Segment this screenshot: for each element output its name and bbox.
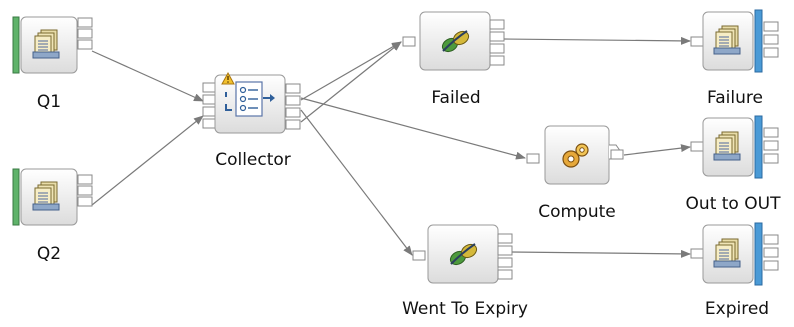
warning-icon [221,71,235,85]
wire-collector-expiry[interactable] [300,109,413,256]
wire-failed-failure[interactable] [502,36,691,45]
node-q1[interactable] [12,16,93,74]
wire-collector-failed-1[interactable] [300,41,402,101]
node-label-expired: Expired [704,299,770,319]
node-compute[interactable] [526,125,624,185]
wire-q2-collector[interactable] [91,115,204,206]
wire-collector-compute[interactable] [300,97,526,160]
node-label-went-to-expiry: Went To Expiry [402,299,528,319]
connections [91,36,691,258]
node-label-failure: Failure [707,88,763,108]
wire-compute-out[interactable] [623,144,691,156]
collector-icon [225,81,275,117]
node-went-to-expiry[interactable] [412,224,513,284]
node-label-collector: Collector [215,150,291,170]
node-expired[interactable] [690,222,779,286]
node-out-to-out[interactable] [690,115,779,179]
node-label-failed: Failed [431,88,481,108]
node-q2[interactable] [12,168,93,226]
node-label-q2: Q2 [36,244,62,264]
node-collector[interactable] [202,71,301,134]
node-failure[interactable] [690,9,779,73]
node-label-compute: Compute [538,202,616,222]
node-label-out-to-out: Out to OUT [685,194,781,214]
node-label-q1: Q1 [36,92,62,112]
wire-collector-failed-2[interactable] [300,41,402,123]
wire-expiry-expired[interactable] [510,249,691,258]
node-failed[interactable] [402,11,505,71]
wire-q1-collector[interactable] [91,50,204,102]
